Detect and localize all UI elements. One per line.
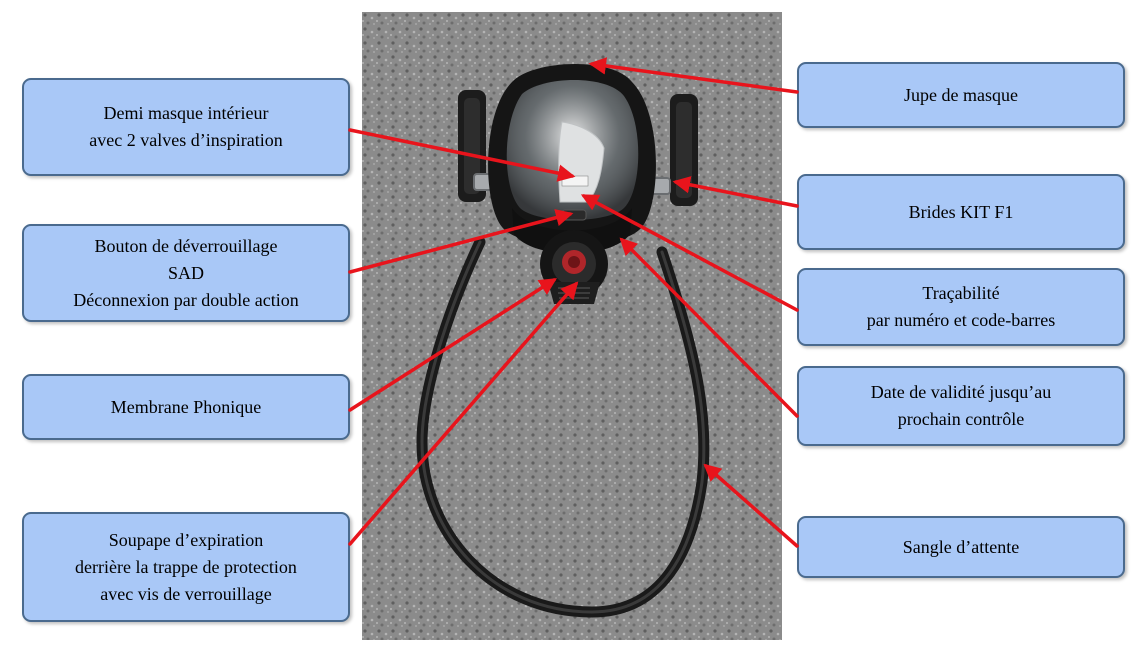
label-sangle-attente: Sangle d’attente (797, 516, 1125, 578)
mask-photo (362, 12, 782, 640)
label-bouton-line-1: Bouton de déverrouillage (94, 235, 278, 256)
barcode-label (561, 175, 589, 187)
label-tracabilite-line-1: Traçabilité (922, 283, 1000, 303)
label-soupape-line-2: derrière la trappe de protection (75, 556, 297, 577)
label-date-validite: Date de validité jusqu’au prochain contr… (797, 366, 1125, 446)
label-date-line-1: Date de validité jusqu’au (870, 382, 1052, 402)
label-tracabilite-line-2: par numéro et code-barres (866, 310, 1056, 330)
label-demi-masque-line-1: Demi masque intérieur (103, 103, 269, 123)
label-soupape-line-1: Soupape d’expiration (108, 529, 264, 550)
label-jupe-masque: Jupe de masque (797, 62, 1125, 128)
label-sangle-line-1: Sangle d’attente (902, 536, 1020, 557)
label-membrane-line-1: Membrane Phonique (110, 396, 262, 417)
label-bouton-deverrouillage: Bouton de déverrouillage SAD Déconnexion… (22, 224, 350, 322)
label-tracabilite: Traçabilité par numéro et code-barres (797, 268, 1125, 346)
label-date-line-2: prochain contrôle (897, 409, 1025, 429)
label-demi-masque: Demi masque intérieur avec 2 valves d’in… (22, 78, 350, 176)
label-membrane-phonique: Membrane Phonique (22, 374, 350, 440)
release-button (561, 209, 587, 221)
label-brides-line-1: Brides KIT F1 (908, 201, 1014, 222)
label-bouton-line-2: SAD (167, 262, 204, 283)
label-soupape-line-3: avec vis de verrouillage (100, 583, 272, 604)
label-bouton-line-3: Déconnexion par double action (73, 289, 299, 310)
label-demi-masque-line-2: avec 2 valves d’inspiration (89, 130, 283, 150)
label-jupe-line-1: Jupe de masque (904, 84, 1018, 105)
label-brides-kit: Brides KIT F1 (797, 174, 1125, 250)
label-soupape-expiration: Soupape d’expiration derrière la trappe … (22, 512, 350, 622)
